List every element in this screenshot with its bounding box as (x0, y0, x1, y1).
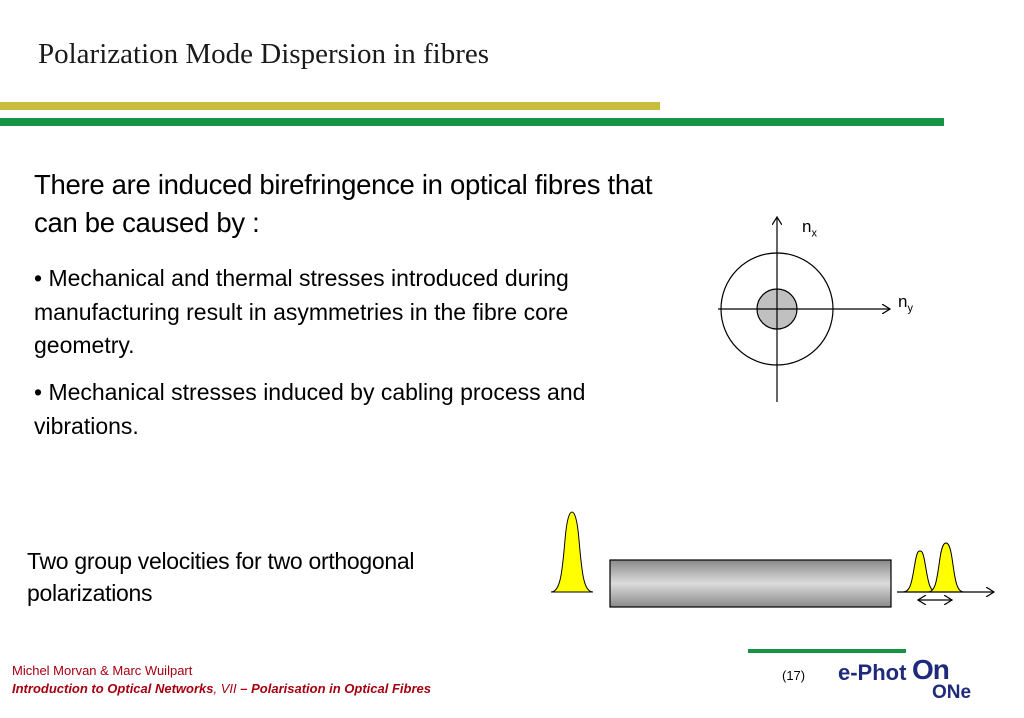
ephoton-one-logo: e-Phot On ONe (838, 654, 972, 703)
fibre-body (609, 559, 892, 608)
nx-axis-label: nx (802, 217, 817, 240)
group-velocities-caption: Two group velocities for two orthogonal … (27, 548, 415, 606)
slide-heading: There are induced birefringence in optic… (34, 169, 653, 238)
fibre-cross-section-diagram (718, 217, 890, 402)
footer-course-title: Introduction to Optical Networks, VII – … (12, 681, 431, 696)
ny-axis-label: ny (898, 292, 913, 315)
page-number: (17) (782, 668, 806, 683)
bullet-stress-manufacturing: • Mechanical and thermal stresses introd… (34, 265, 569, 358)
output-pulse-fast (902, 550, 938, 593)
footer-authors: Michel Morvan & Marc Wuilpart (12, 663, 193, 678)
input-pulse (550, 511, 594, 593)
olive-divider-bar (0, 102, 660, 110)
bullet-cabling-vibrations: • Mechanical stresses induced by cabling… (34, 379, 586, 439)
logo-green-rule (748, 649, 906, 653)
green-divider-bar (0, 118, 944, 126)
output-pulse-slow (927, 542, 965, 593)
slide-title: Polarization Mode Dispersion in fibres (38, 38, 490, 70)
